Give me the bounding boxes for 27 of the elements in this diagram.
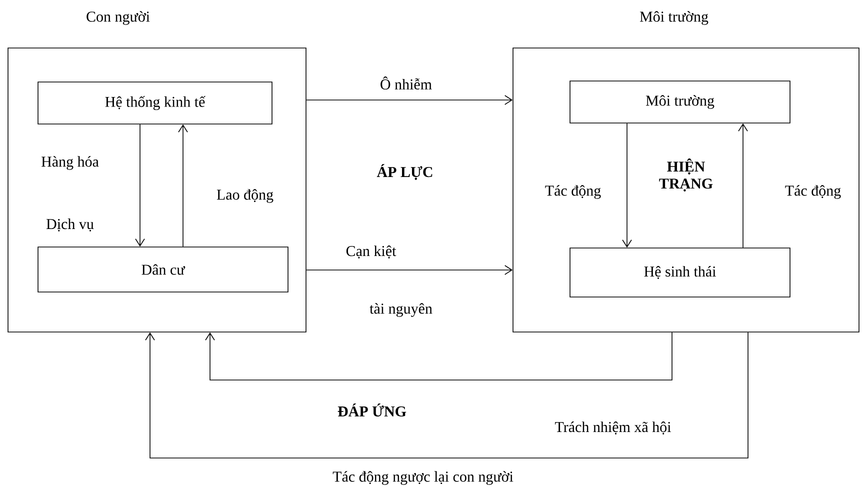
arrow bbox=[738, 123, 748, 248]
arrow bbox=[306, 265, 513, 275]
arrow bbox=[205, 332, 672, 380]
text-label: Cạn kiệt bbox=[346, 246, 396, 258]
edge-label: Ô nhiễm bbox=[378, 75, 434, 90]
text-label: Tác động bbox=[785, 185, 841, 199]
text-label: Tác động bbox=[545, 185, 601, 199]
process-box: Hệ thống kinh tế bbox=[38, 82, 272, 124]
process-box: Dân cư bbox=[38, 246, 288, 292]
arrow bbox=[306, 95, 513, 105]
text-label: Dịch vụ bbox=[46, 218, 94, 232]
text-label: HIỆN TRẠNG bbox=[659, 158, 713, 192]
arrow bbox=[622, 123, 632, 248]
text-label: Trách nhiệm xã hội bbox=[555, 422, 671, 434]
group-heading: Môi trường bbox=[640, 11, 708, 25]
arrow bbox=[145, 332, 748, 458]
arrow bbox=[135, 124, 145, 247]
process-box: Môi trường bbox=[570, 80, 790, 124]
process-box: Hệ sinh thái bbox=[570, 248, 790, 298]
text-label: Hàng hóa bbox=[42, 156, 99, 170]
text-label: Lao động bbox=[216, 189, 274, 203]
arrow bbox=[178, 124, 188, 247]
text-label: ÁP LỰC bbox=[376, 164, 432, 180]
group-heading: Con người bbox=[86, 11, 150, 25]
text-label: ĐÁP ỨNG bbox=[338, 403, 406, 416]
text-label: tài nguyên bbox=[370, 303, 432, 317]
text-label: Tác động ngược lại con người bbox=[332, 471, 514, 485]
